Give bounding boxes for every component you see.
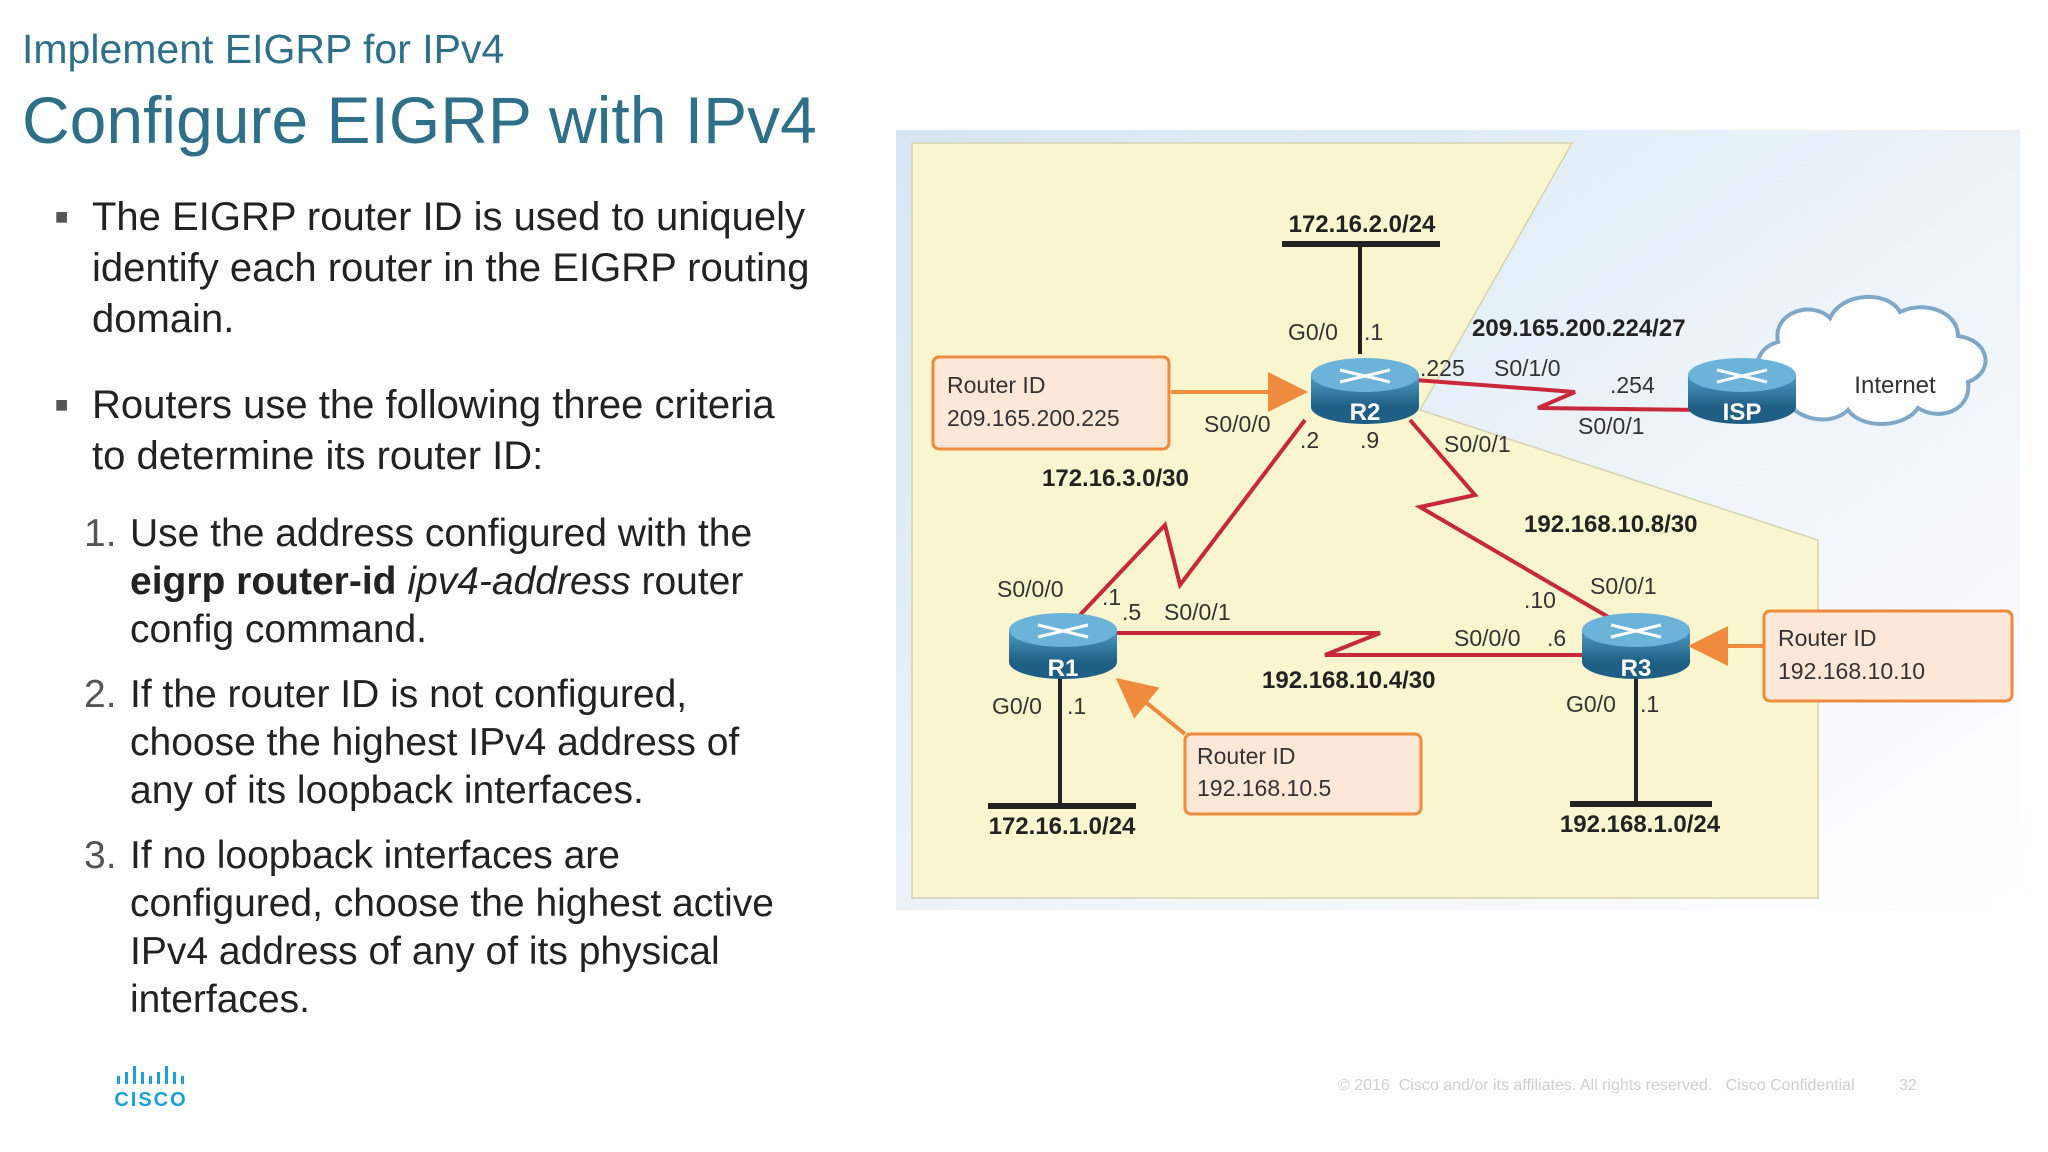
- router-id-r1-value: 192.168.10.5: [1197, 775, 1331, 801]
- footer-copyright: © 2016 Cisco and/or its affiliates. All …: [1338, 1077, 1917, 1095]
- network-r2-r3: 192.168.10.8/30: [1524, 511, 1698, 538]
- router-id-box-r3: [1762, 609, 2014, 703]
- cisco-wordmark: CISCO: [114, 1089, 187, 1111]
- iface-isp-254: .254: [1610, 372, 1655, 398]
- network-r1-lan: 172.16.1.0/24: [989, 813, 1136, 840]
- iface-r2-s010: S0/1/0: [1494, 355, 1561, 381]
- serial-link-r1-r3: [1110, 631, 1590, 657]
- bullet-list: ■ The EIGRP router ID is used to uniquel…: [52, 192, 812, 517]
- item-number: 3.: [84, 834, 117, 877]
- square-bullet-icon: ■: [55, 392, 69, 417]
- slide-subtitle: Implement EIGRP for IPv4: [22, 26, 505, 72]
- iface-r3-g00: G0/0: [1566, 691, 1616, 717]
- bullet-item: ■ Routers use the following three criter…: [52, 380, 812, 482]
- router-r3-icon: [1582, 613, 1690, 679]
- network-r1-r2: 172.16.3.0/30: [1042, 465, 1189, 492]
- iface-r1-g00-ip: .1: [1067, 693, 1086, 719]
- internet-label: Internet: [1854, 372, 1936, 399]
- iface-r3-6: .6: [1547, 625, 1566, 651]
- internet-cloud: [1755, 295, 1988, 426]
- serial-link-r2-isp: [1414, 378, 1706, 412]
- copyright-text: © 2016 Cisco and/or its affiliates. All …: [1338, 1077, 1855, 1094]
- network-r3-lan: 192.168.1.0/24: [1560, 811, 1721, 838]
- router-r3-label: R3: [1621, 655, 1652, 682]
- bullet-item: ■ The EIGRP router ID is used to uniquel…: [52, 192, 812, 345]
- router-id-r3-value: 192.168.10.10: [1778, 658, 1925, 684]
- network-r2-lan: 172.16.2.0/24: [1289, 211, 1436, 238]
- iface-r2-2: .2: [1300, 427, 1319, 453]
- iface-r2-9: .9: [1360, 427, 1379, 453]
- router-id-box-r2: [931, 355, 1171, 451]
- numbered-item: 2. If the router ID is not configured, c…: [84, 671, 784, 815]
- router-id-label: Router ID: [947, 372, 1045, 398]
- square-bullet-icon: ■: [55, 204, 69, 229]
- router-id-r2-value: 209.165.200.225: [947, 405, 1120, 431]
- serial-link-r2-r3: [1408, 418, 1612, 620]
- iface-r3-s000: S0/0/0: [1454, 625, 1521, 651]
- item-text: If no loopback interfaces are configured…: [130, 834, 774, 1021]
- bullet-text: The EIGRP router ID is used to uniquely …: [92, 195, 810, 341]
- network-r1-r3: 192.168.10.4/30: [1262, 667, 1436, 694]
- iface-r1-g00: G0/0: [992, 693, 1042, 719]
- router-r1-icon: [1009, 613, 1117, 679]
- command-keyword: eigrp router-id: [130, 560, 397, 603]
- router-isp-label: ISP: [1723, 399, 1762, 426]
- router-id-label: Router ID: [1778, 625, 1876, 651]
- network-isp: 209.165.200.224/27: [1472, 315, 1686, 342]
- iface-r3-10: .10: [1524, 587, 1556, 613]
- iface-r2-g00: G0/0: [1288, 319, 1338, 345]
- cisco-bars-icon: CISCO: [114, 1066, 187, 1111]
- iface-r2-g00-ip: .1: [1364, 319, 1383, 345]
- router-id-label: Router ID: [1197, 743, 1295, 769]
- router-id-box-r1: [1183, 732, 1423, 816]
- iface-r1-5: .5: [1122, 599, 1141, 625]
- router-r2-label: R2: [1350, 399, 1381, 426]
- iface-isp-s001: S0/0/1: [1578, 413, 1645, 439]
- router-isp-icon: [1688, 358, 1796, 424]
- router-r2-icon: [1311, 358, 1419, 424]
- numbered-item: 1. Use the address configured with the e…: [84, 510, 784, 654]
- iface-r2-s000: S0/0/0: [1204, 411, 1271, 437]
- slide-title: Configure EIGRP with IPv4: [22, 83, 817, 157]
- item-number: 2.: [84, 673, 117, 716]
- item-number: 1.: [84, 512, 117, 555]
- page-number: 32: [1899, 1077, 1917, 1094]
- iface-r2-s001: S0/0/1: [1444, 431, 1511, 457]
- cisco-logo: CISCO: [113, 1062, 193, 1117]
- item-text: If the router ID is not configured, choo…: [130, 673, 740, 812]
- command-argument: ipv4-address: [396, 560, 631, 603]
- iface-r3-g00-ip: .1: [1640, 691, 1659, 717]
- iface-r1-s001: S0/0/1: [1164, 599, 1231, 625]
- iface-r1-1: .1: [1102, 584, 1121, 610]
- item-text-pre: Use the address configured with the: [130, 512, 753, 555]
- iface-r1-s000: S0/0/0: [997, 576, 1064, 602]
- numbered-item: 3. If no loopback interfaces are configu…: [84, 832, 784, 1024]
- bullet-text: Routers use the following three criteria…: [92, 383, 775, 478]
- item-text-post: router config command.: [130, 560, 744, 651]
- serial-link-r1-r2: [1078, 418, 1307, 617]
- numbered-list: 1. Use the address configured with the e…: [84, 510, 784, 1041]
- router-id-arrow-r1: [1115, 677, 1187, 736]
- iface-r3-s001: S0/0/1: [1590, 573, 1657, 599]
- router-r1-label: R1: [1048, 655, 1079, 682]
- iface-r2-225: .225: [1420, 355, 1465, 381]
